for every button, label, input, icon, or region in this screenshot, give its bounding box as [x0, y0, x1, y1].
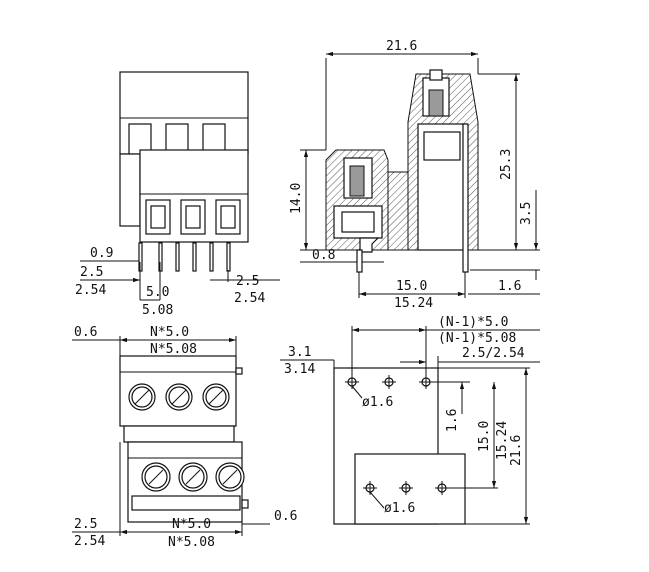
side-strip	[119, 153, 141, 227]
dim-edge-offset-inch: 2.54	[75, 283, 106, 298]
dim-pin-spacing: 15.0	[396, 279, 427, 294]
dim-pitch-total-inch: (N-1)*5.08	[438, 331, 516, 346]
dim-edge-offset: 2.5	[80, 265, 103, 280]
side-pin-left	[356, 249, 363, 273]
dim-right-offset: 2.5	[236, 274, 259, 289]
front-view: 0.9 2.5 2.54 5.0 5.08 2.5 2.54	[75, 71, 280, 318]
dim-total-width: 21.6	[386, 39, 417, 54]
dim-pin-width-side: 0.8	[312, 248, 335, 263]
side-pin-right	[462, 123, 469, 273]
dim-pitch-inch: 5.08	[142, 303, 173, 318]
dim-pin-spacing-inch: 15.24	[394, 296, 433, 311]
front-screws	[141, 462, 245, 492]
dim-left-margin: 0.6	[74, 325, 97, 340]
dim-pin-width: 0.9	[90, 246, 113, 261]
dim-edge-offset-pcb: 2.5/2.54	[462, 346, 525, 361]
dim-span: N*5.0	[150, 325, 189, 340]
dim-total-height-pcb: 21.6	[509, 435, 524, 466]
dim-pitch: 5.0	[146, 285, 169, 300]
dim-pitch-total: (N-1)*5.0	[438, 315, 508, 330]
dim-right-pin-offset: 1.6	[498, 279, 521, 294]
dim-bottom-span: N*5.0	[172, 517, 211, 532]
side-view: 21.6 25.3 3.5 14.0 0.8 15.0 15.24 1.6	[289, 39, 540, 311]
dim-height-total: 25.3	[499, 149, 514, 180]
top-view: 0.6 N*5.0 N*5.08 2.5 2.54 N*5.0 N*5.08 0…	[72, 325, 297, 550]
rear-screw	[428, 89, 444, 117]
pcb-holes-lower	[363, 481, 449, 495]
dim-bottom-span-inch: N*5.08	[168, 535, 215, 550]
dim-right-offset-inch: 2.54	[234, 291, 265, 306]
dim-span-inch: N*5.08	[150, 342, 197, 357]
dim-pin-gap: 3.5	[519, 202, 534, 225]
dim-height-front: 14.0	[289, 183, 304, 214]
dim-left-offset: 3.1	[288, 345, 311, 360]
dim-hole-dia-top: ø1.6	[362, 395, 393, 410]
dim-row-spacing: 15.0	[477, 421, 492, 452]
dim-bottom-left-inch: 2.54	[74, 534, 105, 549]
dim-row-spacing-inch: 15.24	[495, 421, 510, 460]
dim-bottom-left: 2.5	[74, 517, 97, 532]
dim-bottom-right: 0.6	[274, 509, 297, 524]
front-pins	[138, 242, 231, 272]
rear-screws	[128, 383, 230, 411]
dim-vert-offset: 1.6	[445, 409, 460, 432]
dim-left-offset-inch: 3.14	[284, 362, 315, 377]
front-screw	[349, 165, 365, 197]
dim-hole-dia-bottom: ø1.6	[384, 501, 415, 516]
pcb-layout: ø1.6 ø1.6 (N-1)*5.0 (N-1)*5.08 2.5/2.54 …	[280, 315, 540, 525]
